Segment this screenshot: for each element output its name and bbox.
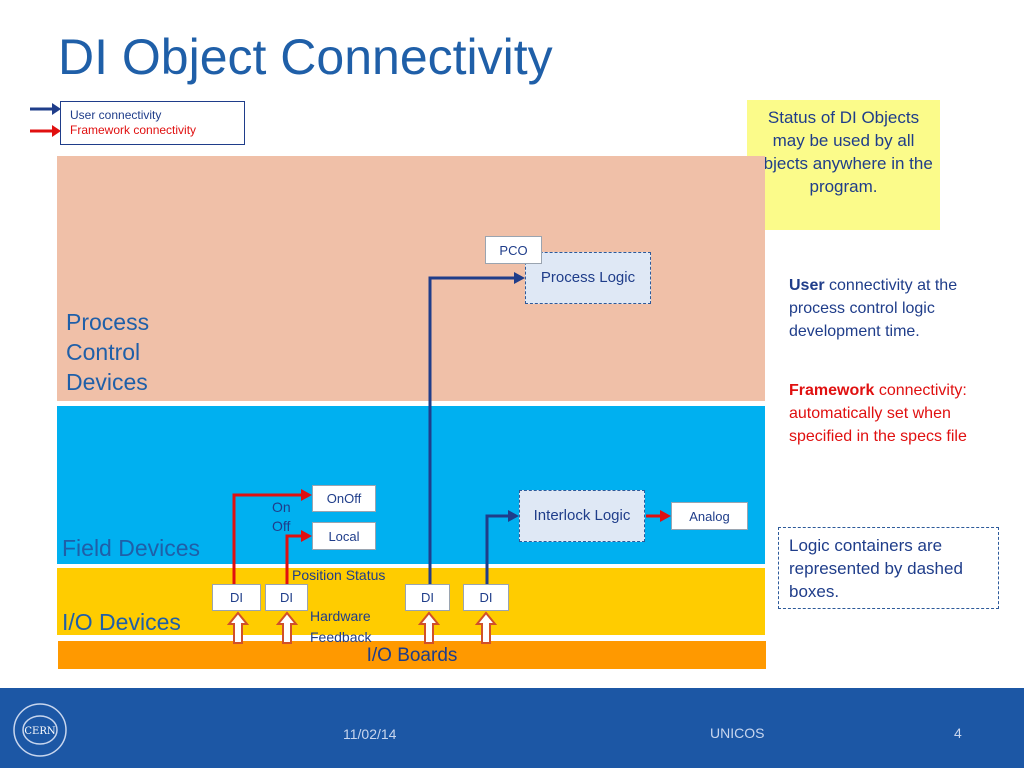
status-note: Status of DI Objects may be used by all … bbox=[747, 100, 940, 230]
di-object-1[interactable]: DI bbox=[212, 584, 261, 611]
framework-note-text: connectivity: automatically set when spe… bbox=[789, 382, 967, 445]
user-connectivity-note: User connectivity at the process control… bbox=[789, 274, 989, 343]
legend-framework: Framework connectivity bbox=[70, 123, 197, 137]
legend-arrows bbox=[30, 103, 61, 137]
user-legend-arrowhead bbox=[52, 103, 61, 115]
framework-legend-arrowhead bbox=[52, 125, 61, 137]
di-object-4[interactable]: DI bbox=[463, 584, 509, 611]
io-boards-band: I/O Boards bbox=[58, 641, 766, 669]
user-note-bold: User bbox=[789, 277, 825, 294]
di-object-3[interactable]: DI bbox=[405, 584, 450, 611]
field-devices-label: Field Devices bbox=[62, 535, 201, 561]
page-number: 4 bbox=[954, 725, 962, 741]
local-object[interactable]: Local bbox=[312, 522, 376, 550]
framework-note-bold: Framework bbox=[789, 382, 875, 399]
analog-object[interactable]: Analog bbox=[671, 502, 748, 530]
framework-line-di-to-local bbox=[285, 534, 303, 584]
user-line-di-to-process-logic bbox=[428, 276, 516, 584]
framework-line-di-to-onoff bbox=[232, 493, 303, 584]
process-logic-container[interactable]: Process Logic bbox=[525, 252, 651, 304]
off-label: Off bbox=[272, 518, 291, 534]
field-devices-band bbox=[57, 406, 765, 564]
pco-object[interactable]: PCO bbox=[485, 236, 542, 264]
framework-arrowhead-local bbox=[301, 530, 312, 542]
hardware-feedback-arrow-icon bbox=[276, 611, 298, 644]
legend-user: User connectivity bbox=[70, 108, 162, 122]
process-control-label: Process Control Devices bbox=[66, 309, 150, 395]
user-note-text: connectivity at the process control logi… bbox=[789, 277, 958, 340]
onoff-object[interactable]: OnOff bbox=[312, 485, 376, 512]
on-label: On bbox=[272, 499, 291, 515]
cern-logo-icon: CERN bbox=[13, 703, 67, 757]
hardware-feedback-arrow-icon bbox=[227, 611, 249, 644]
hardware-feedback-label: Hardware Feedback bbox=[310, 608, 372, 645]
footer-center: UNICOS bbox=[710, 725, 765, 741]
hardware-feedback-arrow-icon bbox=[418, 611, 440, 644]
user-line-di-to-interlock bbox=[485, 514, 510, 584]
interlock-logic-container[interactable]: Interlock Logic bbox=[519, 490, 645, 542]
logic-containers-note: Logic containers are represented by dash… bbox=[778, 527, 999, 609]
framework-connectivity-note: Framework connectivity: automatically se… bbox=[789, 379, 989, 448]
framework-arrowhead-analog bbox=[660, 510, 671, 522]
cern-logo-text: CERN bbox=[24, 726, 55, 737]
footer-bar bbox=[0, 688, 1024, 768]
di-object-2[interactable]: DI bbox=[265, 584, 308, 611]
footer-date: 11/02/14 bbox=[343, 726, 397, 742]
user-arrowhead-process-logic bbox=[514, 272, 525, 284]
user-arrowhead-interlock bbox=[508, 510, 519, 522]
hardware-feedback-arrow-icon bbox=[475, 611, 497, 644]
connectivity-legend: User connectivity Framework connectivity bbox=[60, 101, 245, 145]
page-title: DI Object Connectivity bbox=[58, 29, 553, 85]
position-status-label: Position Status bbox=[292, 567, 386, 583]
io-devices-label: I/O Devices bbox=[62, 609, 181, 635]
framework-arrowhead-onoff bbox=[301, 489, 312, 501]
